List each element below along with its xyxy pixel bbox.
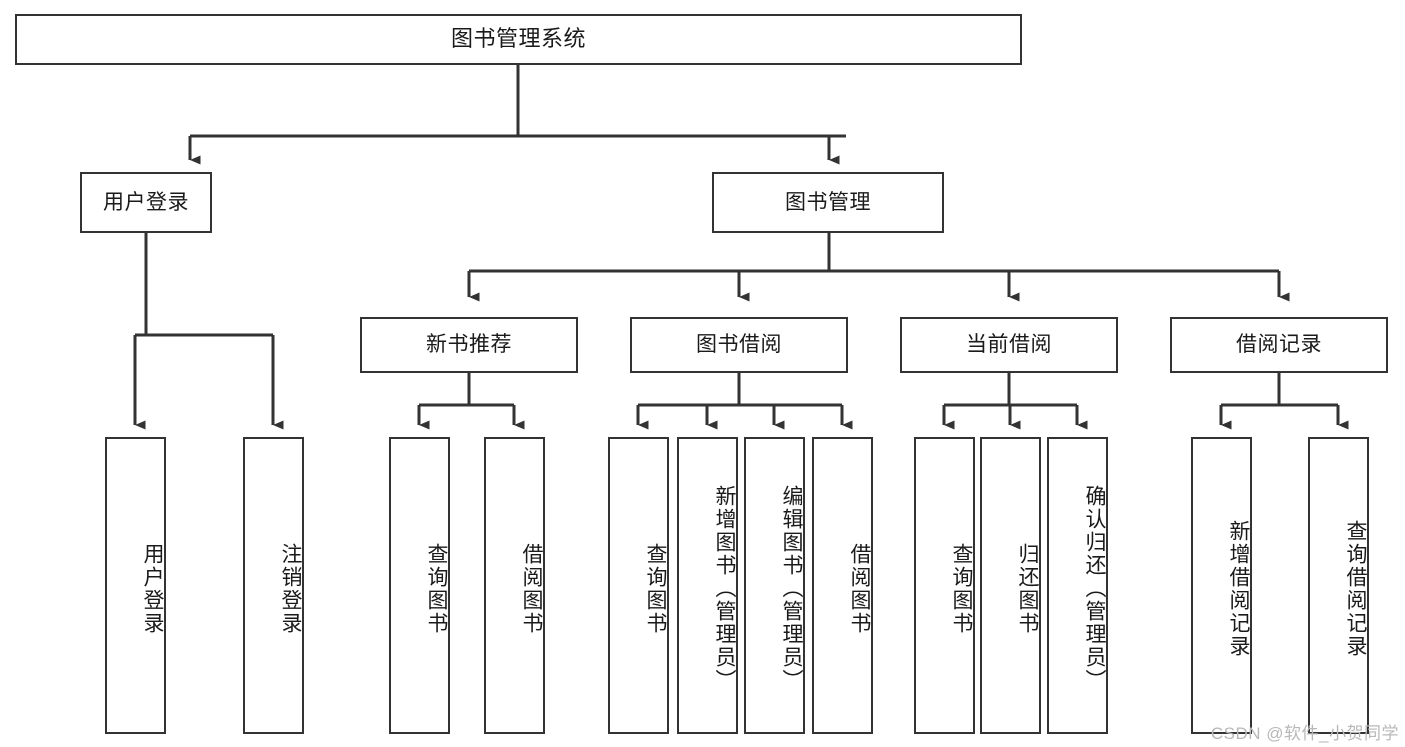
- leaf-current-borrow-return[interactable]: 归还图书: [980, 437, 1041, 734]
- node-root-system[interactable]: 图书管理系统: [15, 14, 1022, 65]
- node-label: 图书管理: [785, 190, 871, 214]
- csdn-watermark: CSDN @软件_小贺同学: [1210, 724, 1399, 743]
- node-label: 用户登录: [141, 542, 164, 635]
- node-book-borrow[interactable]: 图书借阅: [630, 317, 848, 373]
- node-label: 注销登录: [279, 542, 302, 635]
- leaf-new-book-query[interactable]: 查询图书: [389, 437, 450, 734]
- leaf-borrow-record-query[interactable]: 查询借阅记录: [1308, 437, 1369, 734]
- node-label: 新增借阅记录: [1227, 519, 1250, 658]
- leaf-borrow-record-add[interactable]: 新增借阅记录: [1191, 437, 1252, 734]
- node-borrow-record[interactable]: 借阅记录: [1170, 317, 1388, 373]
- node-label: 查询图书: [644, 542, 667, 635]
- leaf-book-borrow-edit[interactable]: 编辑图书（管理员）: [744, 437, 805, 734]
- node-label: 图书借阅: [696, 333, 782, 357]
- node-current-borrow[interactable]: 当前借阅: [900, 317, 1118, 373]
- node-user-login[interactable]: 用户登录: [80, 172, 212, 233]
- node-label: 归还图书: [1016, 542, 1039, 635]
- node-label: 查询图书: [950, 542, 973, 635]
- leaf-book-borrow-borrow[interactable]: 借阅图书: [812, 437, 873, 734]
- node-label: 借阅图书: [520, 542, 543, 635]
- node-label: 确认归还（管理员）: [1083, 485, 1106, 692]
- leaf-current-borrow-confirm-return[interactable]: 确认归还（管理员）: [1047, 437, 1108, 734]
- node-label: 当前借阅: [966, 333, 1052, 357]
- leaf-book-borrow-query[interactable]: 查询图书: [608, 437, 669, 734]
- node-book-management[interactable]: 图书管理: [712, 172, 944, 233]
- node-label: 新书推荐: [426, 333, 512, 357]
- node-label: 查询借阅记录: [1344, 519, 1367, 658]
- leaf-user-login-login[interactable]: 用户登录: [105, 437, 166, 734]
- leaf-user-login-logout[interactable]: 注销登录: [243, 437, 304, 734]
- node-label: 查询图书: [425, 542, 448, 635]
- leaf-current-borrow-query[interactable]: 查询图书: [914, 437, 975, 734]
- leaf-new-book-borrow[interactable]: 借阅图书: [484, 437, 545, 734]
- leaf-book-borrow-add[interactable]: 新增图书（管理员）: [677, 437, 738, 734]
- node-new-book-recommend[interactable]: 新书推荐: [360, 317, 578, 373]
- node-label: 新增图书（管理员）: [713, 485, 736, 692]
- node-label: 图书管理系统: [450, 26, 586, 52]
- node-label: 编辑图书（管理员）: [780, 485, 803, 692]
- node-label: 借阅图书: [848, 542, 871, 635]
- node-label: 借阅记录: [1236, 333, 1322, 357]
- node-label: 用户登录: [103, 190, 189, 214]
